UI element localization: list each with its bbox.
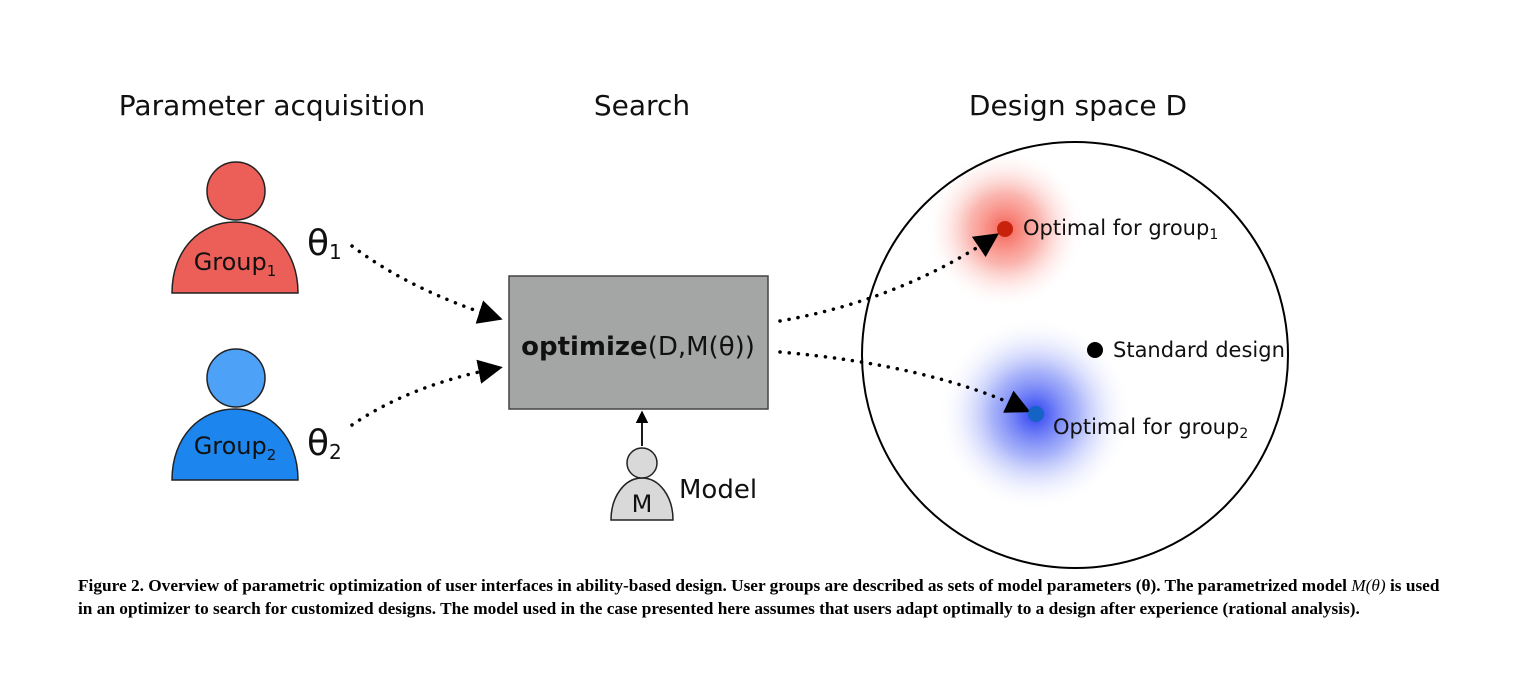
diagram: Parameter acquisition Search Design spac… (119, 89, 1289, 569)
optimal-group1-label: Optimal for group (1023, 216, 1209, 240)
optimal-group2-dot (1028, 406, 1044, 422)
svg-text:θ1: θ1 (307, 223, 342, 264)
model-user-icon: M (610, 447, 674, 521)
optimize-args: (D,M(θ)) (648, 332, 755, 362)
arrow-theta1-to-optimizer (350, 244, 503, 324)
design-space-circle (861, 141, 1289, 569)
caption-part2: is used in an optimizer to search for cu… (78, 576, 1440, 618)
svg-text:Group2: Group2 (194, 432, 277, 464)
optimal-group2-subscript: 2 (1239, 426, 1248, 442)
optimize-keyword: optimize (521, 332, 648, 362)
group2-subscript: 2 (267, 446, 277, 464)
group1-user-icon: Group1 (171, 161, 299, 294)
optimal-group2-label: Optimal for group (1053, 415, 1239, 439)
group1-subscript: 1 (267, 262, 277, 280)
theta2-symbol: θ (307, 423, 329, 464)
heading-search: Search (594, 89, 690, 122)
figure-caption: Figure 2. Overview of parametric optimiz… (78, 574, 1443, 620)
group1-label: Group (194, 248, 267, 276)
arrow-optimizer-to-group1-optimum (778, 233, 1000, 323)
caption-part1: Figure 2. Overview of parametric optimiz… (78, 576, 1352, 595)
heading-parameter-acquisition: Parameter acquisition (119, 89, 425, 122)
model-head (626, 447, 658, 479)
caption-math: M(θ) (1351, 576, 1386, 595)
theta1-subscript: 1 (329, 240, 342, 264)
standard-design-dot (1087, 342, 1103, 358)
arrow-optimizer-to-group2-optimum (778, 350, 1031, 413)
svg-text:Group1: Group1 (194, 248, 277, 280)
arrow-theta2-to-optimizer (350, 359, 503, 427)
optimal-group1-dot (997, 221, 1013, 237)
svg-text:θ2: θ2 (307, 423, 342, 464)
svg-text:Optimal for group2: Optimal for group2 (1053, 415, 1248, 442)
group1-body (171, 221, 299, 294)
svg-text:Optimal for group1: Optimal for group1 (1023, 216, 1218, 243)
theta1-symbol: θ (307, 223, 329, 264)
group2-label: Group (194, 432, 267, 460)
optimizer-box (508, 275, 769, 410)
group1-head (206, 161, 266, 221)
group2-head (206, 348, 266, 408)
theta2-subscript: 2 (329, 440, 342, 464)
heading-design-space: Design space D (969, 89, 1187, 122)
standard-design-label: Standard design (1113, 338, 1285, 362)
group2-body (171, 408, 299, 481)
model-letter: M (632, 490, 653, 518)
optimal-group1-subscript: 1 (1209, 227, 1218, 243)
svg-text:optimize(D,M(θ)): optimize(D,M(θ)) (521, 332, 755, 362)
model-label: Model (679, 475, 757, 505)
group2-user-icon: Group2 (171, 348, 299, 481)
